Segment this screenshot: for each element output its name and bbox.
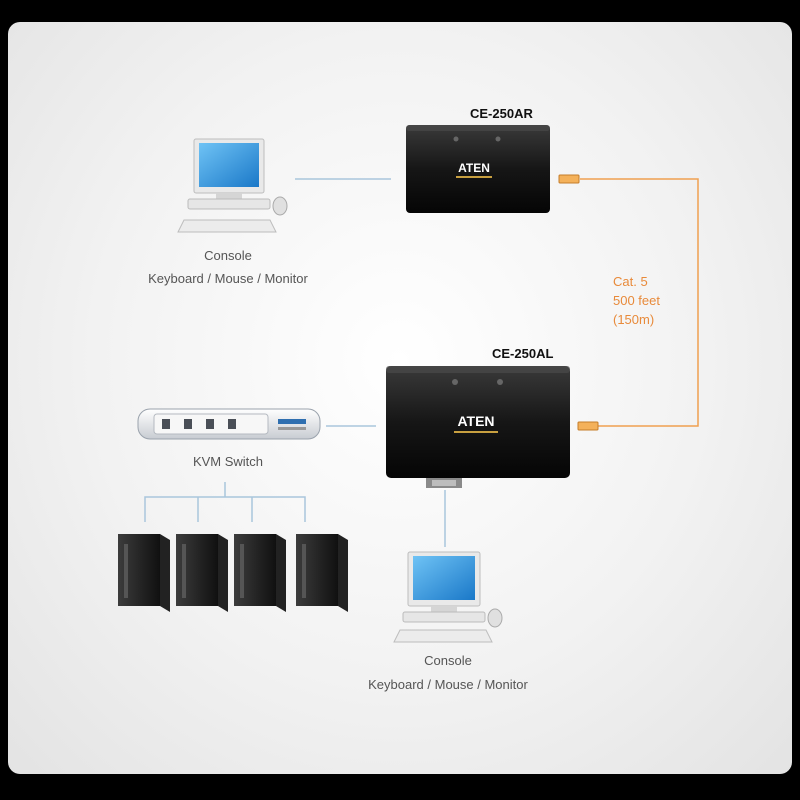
rj45-plug-bottom bbox=[577, 421, 599, 431]
ce-250al-logo: ATEN bbox=[457, 413, 494, 429]
computer-tower-2 bbox=[176, 534, 228, 612]
local-console-icon bbox=[393, 551, 503, 643]
cable-length-meters: (150m) bbox=[613, 312, 655, 327]
cat5-cable bbox=[580, 178, 699, 427]
ce-250al-unit: ATEN bbox=[386, 366, 570, 488]
cable-spec: Cat. 5 500 feet (150m) bbox=[613, 272, 660, 329]
kvm-switch-label: KVM Switch bbox=[192, 454, 264, 469]
remote-console-icon bbox=[177, 138, 288, 233]
kvm-switch-icon bbox=[137, 408, 321, 440]
diagram-canvas: ATEN ATEN bbox=[118, 125, 699, 643]
remote-console-label: Console bbox=[204, 248, 252, 263]
cable-type: Cat. 5 bbox=[613, 274, 648, 289]
ce-250ar-logo: ATEN bbox=[458, 161, 490, 175]
local-console-label: Console bbox=[424, 653, 472, 668]
local-console-sublabel: Keyboard / Mouse / Monitor bbox=[368, 677, 528, 692]
computer-tower-4 bbox=[296, 534, 348, 612]
diagram-panel: ATEN ATEN bbox=[8, 22, 792, 774]
ce-250al-model-label: CE-250AL bbox=[492, 346, 554, 361]
computer-links bbox=[144, 496, 306, 522]
rj45-plug-top bbox=[558, 174, 580, 184]
remote-console-sublabel: Keyboard / Mouse / Monitor bbox=[148, 271, 308, 286]
cable-length-feet: 500 feet bbox=[613, 293, 660, 308]
computer-tower-3 bbox=[234, 534, 286, 612]
ce-250ar-model-label: CE-250AR bbox=[470, 106, 533, 121]
ce-250ar-unit: ATEN bbox=[406, 125, 550, 213]
computer-tower-1 bbox=[118, 534, 170, 612]
